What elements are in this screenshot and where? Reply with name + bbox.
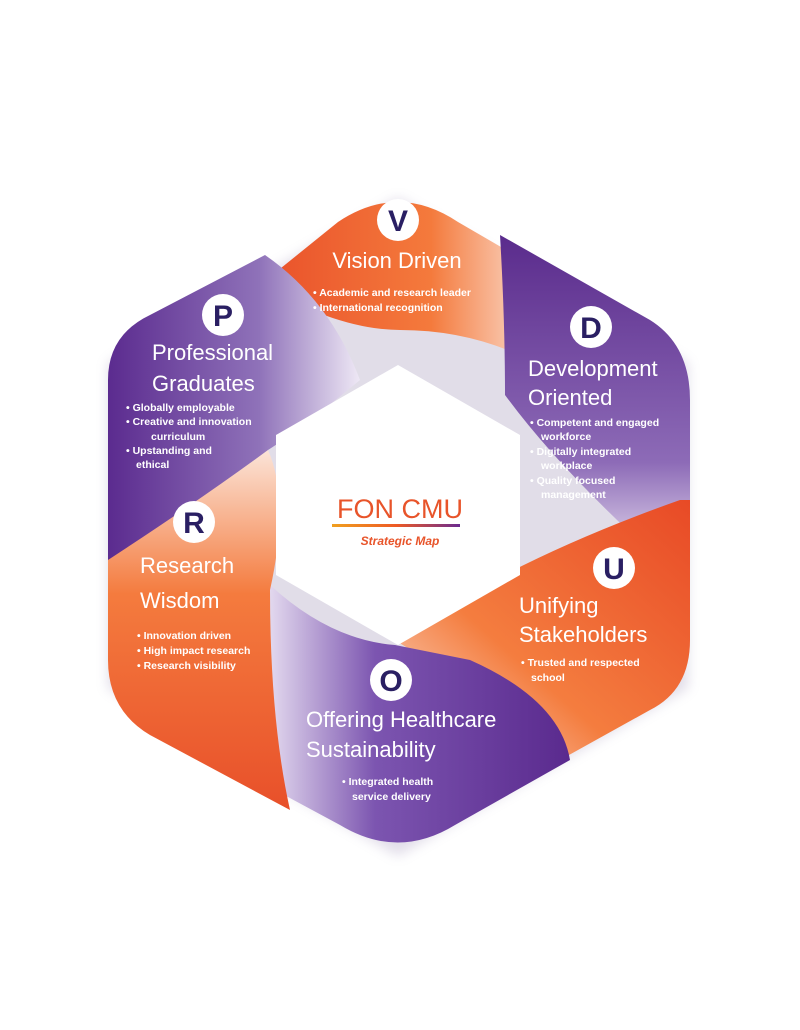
professional-graduates-bullet: • Creative and innovation: [126, 416, 252, 428]
development-oriented-bullet: • Quality focused: [530, 475, 615, 487]
segment-research-wisdom-band: [108, 450, 290, 810]
development-oriented-bullet: workplace: [540, 460, 593, 472]
unifying-stakeholders-bullet: school: [531, 672, 565, 684]
professional-graduates-bullet: ethical: [136, 459, 169, 471]
unifying-stakeholders-title: Unifying: [519, 593, 598, 618]
research-wisdom-bullet: • Innovation driven: [137, 630, 231, 642]
letter-badge-p: P: [202, 294, 244, 336]
vision-driven-bullet: • International recognition: [313, 302, 443, 314]
vision-driven-bullet: • Academic and research leader: [313, 287, 471, 299]
development-oriented-bullet: workforce: [540, 431, 591, 443]
professional-graduates-title: Professional: [152, 340, 273, 365]
research-wisdom-title: Wisdom: [140, 588, 219, 613]
svg-text:V: V: [388, 205, 408, 238]
svg-text:O: O: [379, 665, 402, 698]
vision-driven-title: Vision Driven: [332, 248, 461, 273]
svg-text:D: D: [580, 312, 602, 345]
professional-graduates-bullet: curriculum: [151, 431, 205, 443]
center-title: FON CMU: [337, 494, 463, 524]
unifying-stakeholders-title: Stakeholders: [519, 622, 647, 647]
letter-badge-u: U: [593, 547, 635, 589]
offering-healthcare-bullet: • Integrated health: [342, 776, 433, 788]
research-wisdom-bullet: • Research visibility: [137, 660, 236, 672]
research-wisdom-bullet: • High impact research: [137, 645, 250, 657]
svg-text:R: R: [183, 507, 205, 540]
professional-graduates-bullet: • Upstanding and: [126, 445, 212, 457]
center-subtitle: Strategic Map: [361, 534, 440, 548]
letter-badge-v: V: [377, 199, 419, 241]
segment-development-oriented-band: [500, 235, 690, 560]
offering-healthcare-title: Offering Healthcare: [306, 707, 496, 732]
letter-badge-o: O: [370, 659, 412, 701]
segment-offering-healthcare-band: [270, 585, 570, 843]
development-oriented-bullet: • Digitally integrated: [530, 446, 631, 458]
professional-graduates-title: Graduates: [152, 371, 255, 396]
svg-text:U: U: [603, 553, 625, 586]
development-oriented-title: Development: [528, 356, 658, 381]
letter-badge-d: D: [570, 306, 612, 348]
development-oriented-bullet: • Competent and engaged: [530, 417, 659, 429]
svg-text:P: P: [213, 300, 233, 333]
segment-professional-graduates-band: [108, 255, 360, 560]
development-oriented-title: Oriented: [528, 385, 612, 410]
segment-vision-driven-band: [260, 202, 545, 360]
development-oriented-bullet: management: [541, 489, 606, 501]
professional-graduates-bullet: • Globally employable: [126, 402, 235, 414]
offering-healthcare-title: Sustainability: [306, 737, 436, 762]
center-hexagon: [276, 365, 520, 645]
offering-healthcare-bullet: service delivery: [352, 791, 431, 803]
research-wisdom-title: Research: [140, 553, 234, 578]
letter-badge-r: R: [173, 501, 215, 543]
unifying-stakeholders-bullet: • Trusted and respected: [521, 657, 640, 669]
center-underline: [332, 524, 460, 527]
